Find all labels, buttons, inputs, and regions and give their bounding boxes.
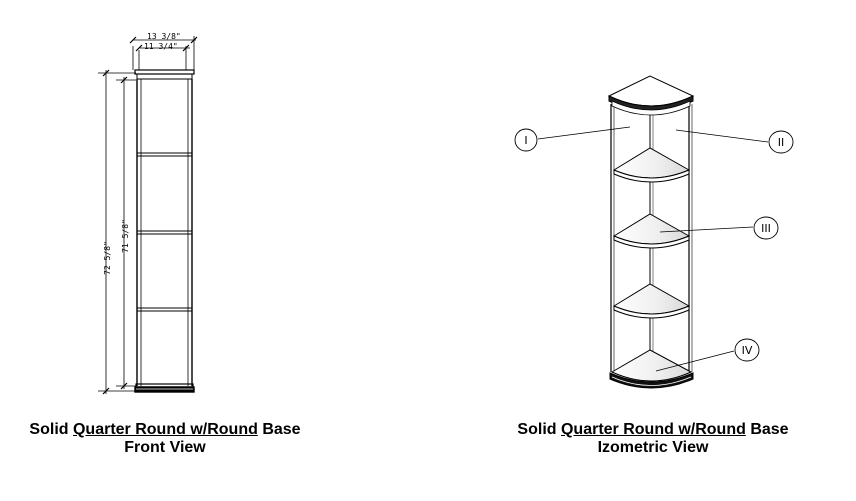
dim-overall-width: 13 3/8": [147, 32, 181, 41]
iso-crown: [607, 75, 695, 116]
iso-caption-underlined: Quarter Round w/Round: [560, 421, 746, 438]
front-caption-title: Solid Quarter Round w/Round Base: [0, 421, 330, 439]
height-dimensions: [98, 69, 136, 395]
iso-shelf-3: [612, 283, 691, 319]
iso-caption-view: Izometric View: [597, 439, 709, 456]
dim-overall-height: 72 5/8": [103, 241, 112, 275]
iso-view-caption: Solid Quarter Round w/Round Base Izometr…: [488, 421, 818, 457]
callout-bubble-4: [734, 338, 760, 362]
front-cabinet: [134, 69, 195, 393]
iso-caption-suffix: Base: [750, 421, 789, 438]
front-view-caption: Solid Quarter Round w/Round Base Front V…: [0, 421, 330, 457]
iso-caption-title: Solid Quarter Round w/Round Base: [488, 421, 818, 439]
callout-label-1: I: [524, 134, 527, 147]
callout-leaders: [537, 126, 769, 372]
dim-inner-width: 11 3/4": [144, 42, 178, 51]
iso-caption-prefix: Solid: [517, 421, 557, 438]
iso-base: [609, 349, 694, 389]
callout-label-4: IV: [742, 344, 753, 357]
front-caption-underlined: Quarter Round w/Round: [72, 421, 258, 438]
iso-shelf-2: [612, 213, 691, 249]
iso-shelf-1: [612, 147, 691, 183]
callout-label-2: II: [778, 136, 785, 149]
callout-label-3: III: [761, 222, 771, 235]
front-view-drawing: [98, 36, 198, 395]
dim-inner-height: 71 5/8": [121, 219, 130, 253]
callout-bubble-3: [753, 216, 779, 240]
front-caption-view: Front View: [124, 439, 206, 456]
callout-bubble-1: [514, 128, 538, 152]
front-caption-suffix: Base: [262, 421, 301, 438]
callout-bubble-2: [768, 130, 794, 154]
isometric-view-drawing: [514, 75, 794, 389]
width-dimensions: [129, 36, 198, 70]
front-caption-prefix: Solid: [29, 421, 69, 438]
